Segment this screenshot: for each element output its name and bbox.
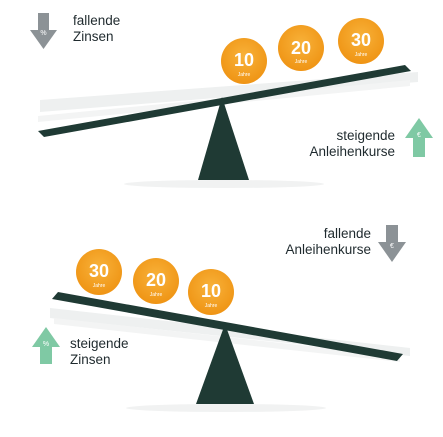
svg-text:10: 10 [234,50,254,70]
coin-30: 30 Jahre [338,18,384,64]
label-line: Anleihenkurse [285,242,371,257]
coin-20: 20 Jahre [133,258,179,304]
svg-text:%: % [40,30,46,37]
svg-text:Jahre: Jahre [295,59,308,65]
svg-text:30: 30 [351,30,371,50]
svg-text:Jahre: Jahre [205,303,218,309]
svg-text:€: € [390,243,394,250]
label-steigende-anleihenkurse: steigende Anleihenkurse [309,128,395,160]
label-line: Zinsen [70,352,111,367]
bottom-seesaw: € 30 Jahre 20 Jahre 10 Jahre [32,225,410,412]
coin-30: 30 Jahre [76,249,122,295]
svg-text:Jahre: Jahre [238,72,251,78]
seesaw-fulcrum [196,324,254,404]
label-line: steigende [70,336,129,351]
seesaw-fulcrum [198,97,249,180]
coin-20: 20 Jahre [278,25,324,71]
arrow-up-euro-icon: € [405,118,433,157]
svg-text:Jahre: Jahre [150,292,163,298]
svg-text:20: 20 [146,270,166,290]
top-seesaw: % 10 Jahre 20 Jahre 30 Jahre [30,13,433,188]
label-fallende-zinsen: fallende Zinsen [73,13,120,45]
svg-text:10: 10 [201,281,221,301]
arrow-down-euro-icon: € [378,225,406,262]
svg-text:Jahre: Jahre [93,283,106,289]
label-steigende-zinsen: steigende Zinsen [70,336,129,368]
seesaw-beam [38,65,411,137]
svg-text:€: € [417,132,421,139]
svg-text:20: 20 [291,38,311,58]
svg-text:Jahre: Jahre [355,52,368,58]
arrow-up-percent-icon: % [32,327,60,364]
label-line: steigende [336,128,395,143]
coin-10: 10 Jahre [188,269,234,315]
label-line: fallende [323,226,371,241]
label-fallende-anleihenkurse: fallende Anleihenkurse [285,226,371,258]
label-line: Anleihenkurse [309,144,395,159]
svg-text:30: 30 [89,261,109,281]
svg-text:%: % [43,341,49,348]
label-line: fallende [73,13,121,28]
coin-10: 10 Jahre [221,38,267,84]
arrow-down-percent-icon: % [30,13,57,49]
seesaw-beam [52,292,403,361]
label-line: Zinsen [73,29,114,44]
